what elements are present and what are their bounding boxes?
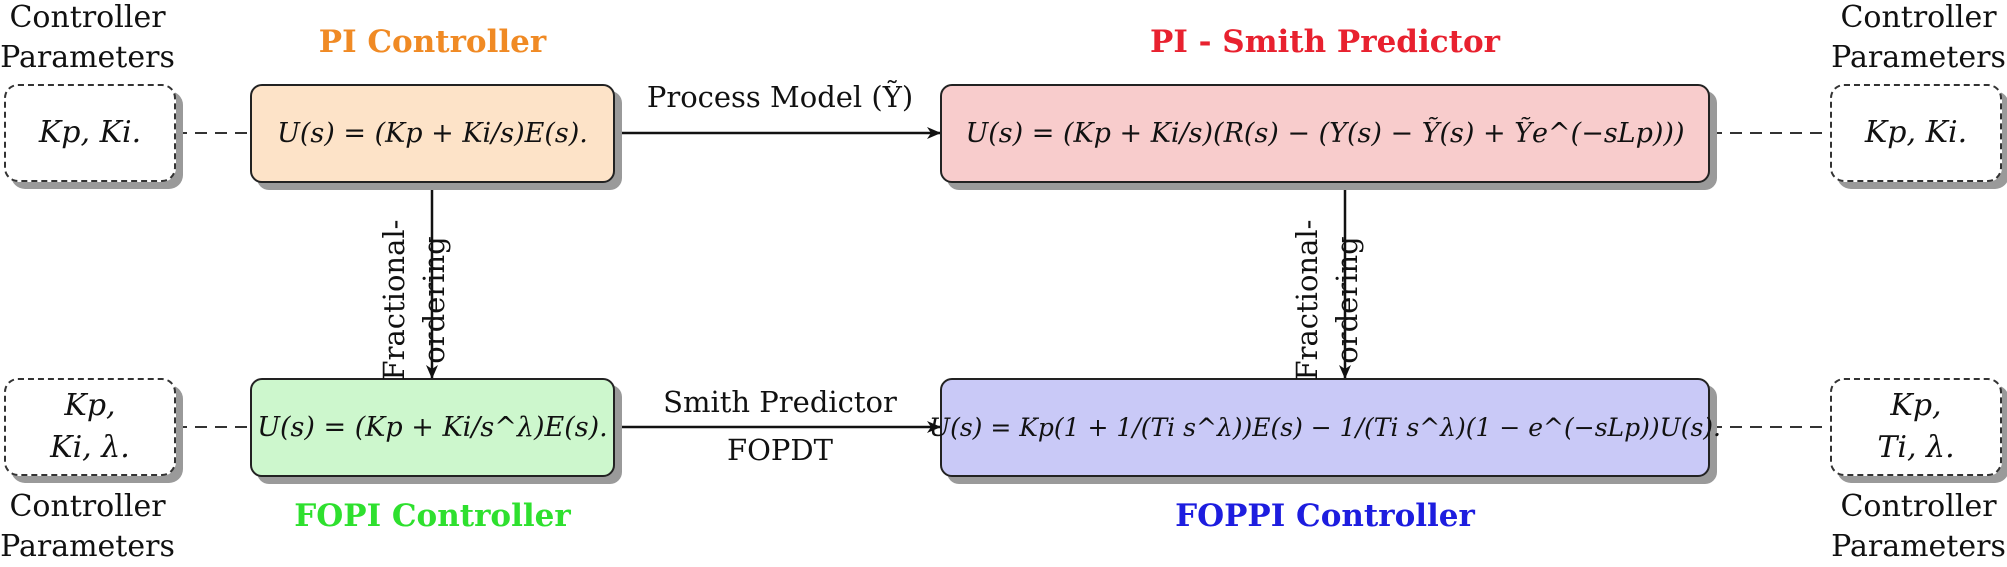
param-text: Ki, λ. [50, 430, 130, 465]
pi-formula: U(s) = (Kp + Ki/s)E(s). [277, 118, 588, 149]
label-line: Fractional- [1290, 219, 1324, 381]
smith-formula: U(s) = (Kp + Ki/s)(R(s) − (Y(s) − Ỹ(s) +… [965, 118, 1685, 149]
param-text: Kp, [1890, 388, 1942, 423]
param-text: Kp, Ki. [38, 115, 142, 150]
caption-line: Controller [1840, 0, 1997, 35]
top-right-caption: Controller Parameters [1830, 0, 2007, 78]
smith-predictor-edge-label: Smith Predictor [663, 385, 897, 419]
label-line: ordering [417, 236, 451, 364]
caption-line: Parameters [0, 40, 175, 75]
caption-line: Parameters [1831, 40, 2006, 75]
foppi-controller-title: FOPPI Controller [1175, 498, 1475, 534]
foppi-controller-box: U(s) = Kp(1 + 1/(Ti s^λ))E(s) − 1/(Ti s^… [929, 378, 1721, 477]
caption-line: Controller [9, 0, 166, 35]
bottom-right-caption: Controller Parameters [1830, 487, 2007, 567]
pi-controller-title: PI Controller [318, 24, 547, 60]
smith-params-box: Kp, Ki. [1830, 84, 2002, 182]
fopi-controller-title: FOPI Controller [294, 498, 571, 534]
foppi-formula: U(s) = Kp(1 + 1/(Ti s^λ))E(s) − 1/(Ti s^… [929, 413, 1721, 442]
fopdt-edge-label: FOPDT [726, 433, 833, 467]
fopi-controller-box: U(s) = (Kp + Ki/s^λ)E(s). [250, 378, 615, 477]
label-line: Fractional- [377, 219, 411, 381]
caption-line: Controller [9, 489, 166, 524]
param-text: Kp, [64, 388, 116, 423]
caption-line: Parameters [0, 529, 175, 564]
fopi-params-box: Kp, Ki, λ. [4, 378, 176, 476]
smith-predictor-title: PI - Smith Predictor [1150, 24, 1500, 60]
bottom-left-caption: Controller Parameters [0, 487, 175, 567]
foppi-params-box: Kp, Ti, λ. [1830, 378, 2002, 476]
fopi-formula: U(s) = (Kp + Ki/s^λ)E(s). [257, 412, 608, 443]
param-text: Kp, Ki. [1864, 115, 1968, 150]
fractional-ordering-label-left: Fractional- ordering [374, 200, 454, 400]
fractional-ordering-label-right: Fractional- ordering [1287, 200, 1367, 400]
param-text: Ti, λ. [1877, 430, 1955, 465]
process-model-label: Process Model (Ỹ) [646, 80, 914, 114]
label-line: ordering [1330, 236, 1364, 364]
caption-line: Parameters [1831, 529, 2006, 564]
pi-controller-box: U(s) = (Kp + Ki/s)E(s). [250, 84, 615, 183]
top-left-caption: Controller Parameters [0, 0, 175, 78]
caption-line: Controller [1840, 489, 1997, 524]
smith-predictor-box: U(s) = (Kp + Ki/s)(R(s) − (Y(s) − Ỹ(s) +… [940, 84, 1710, 183]
pi-params-box: Kp, Ki. [4, 84, 176, 182]
